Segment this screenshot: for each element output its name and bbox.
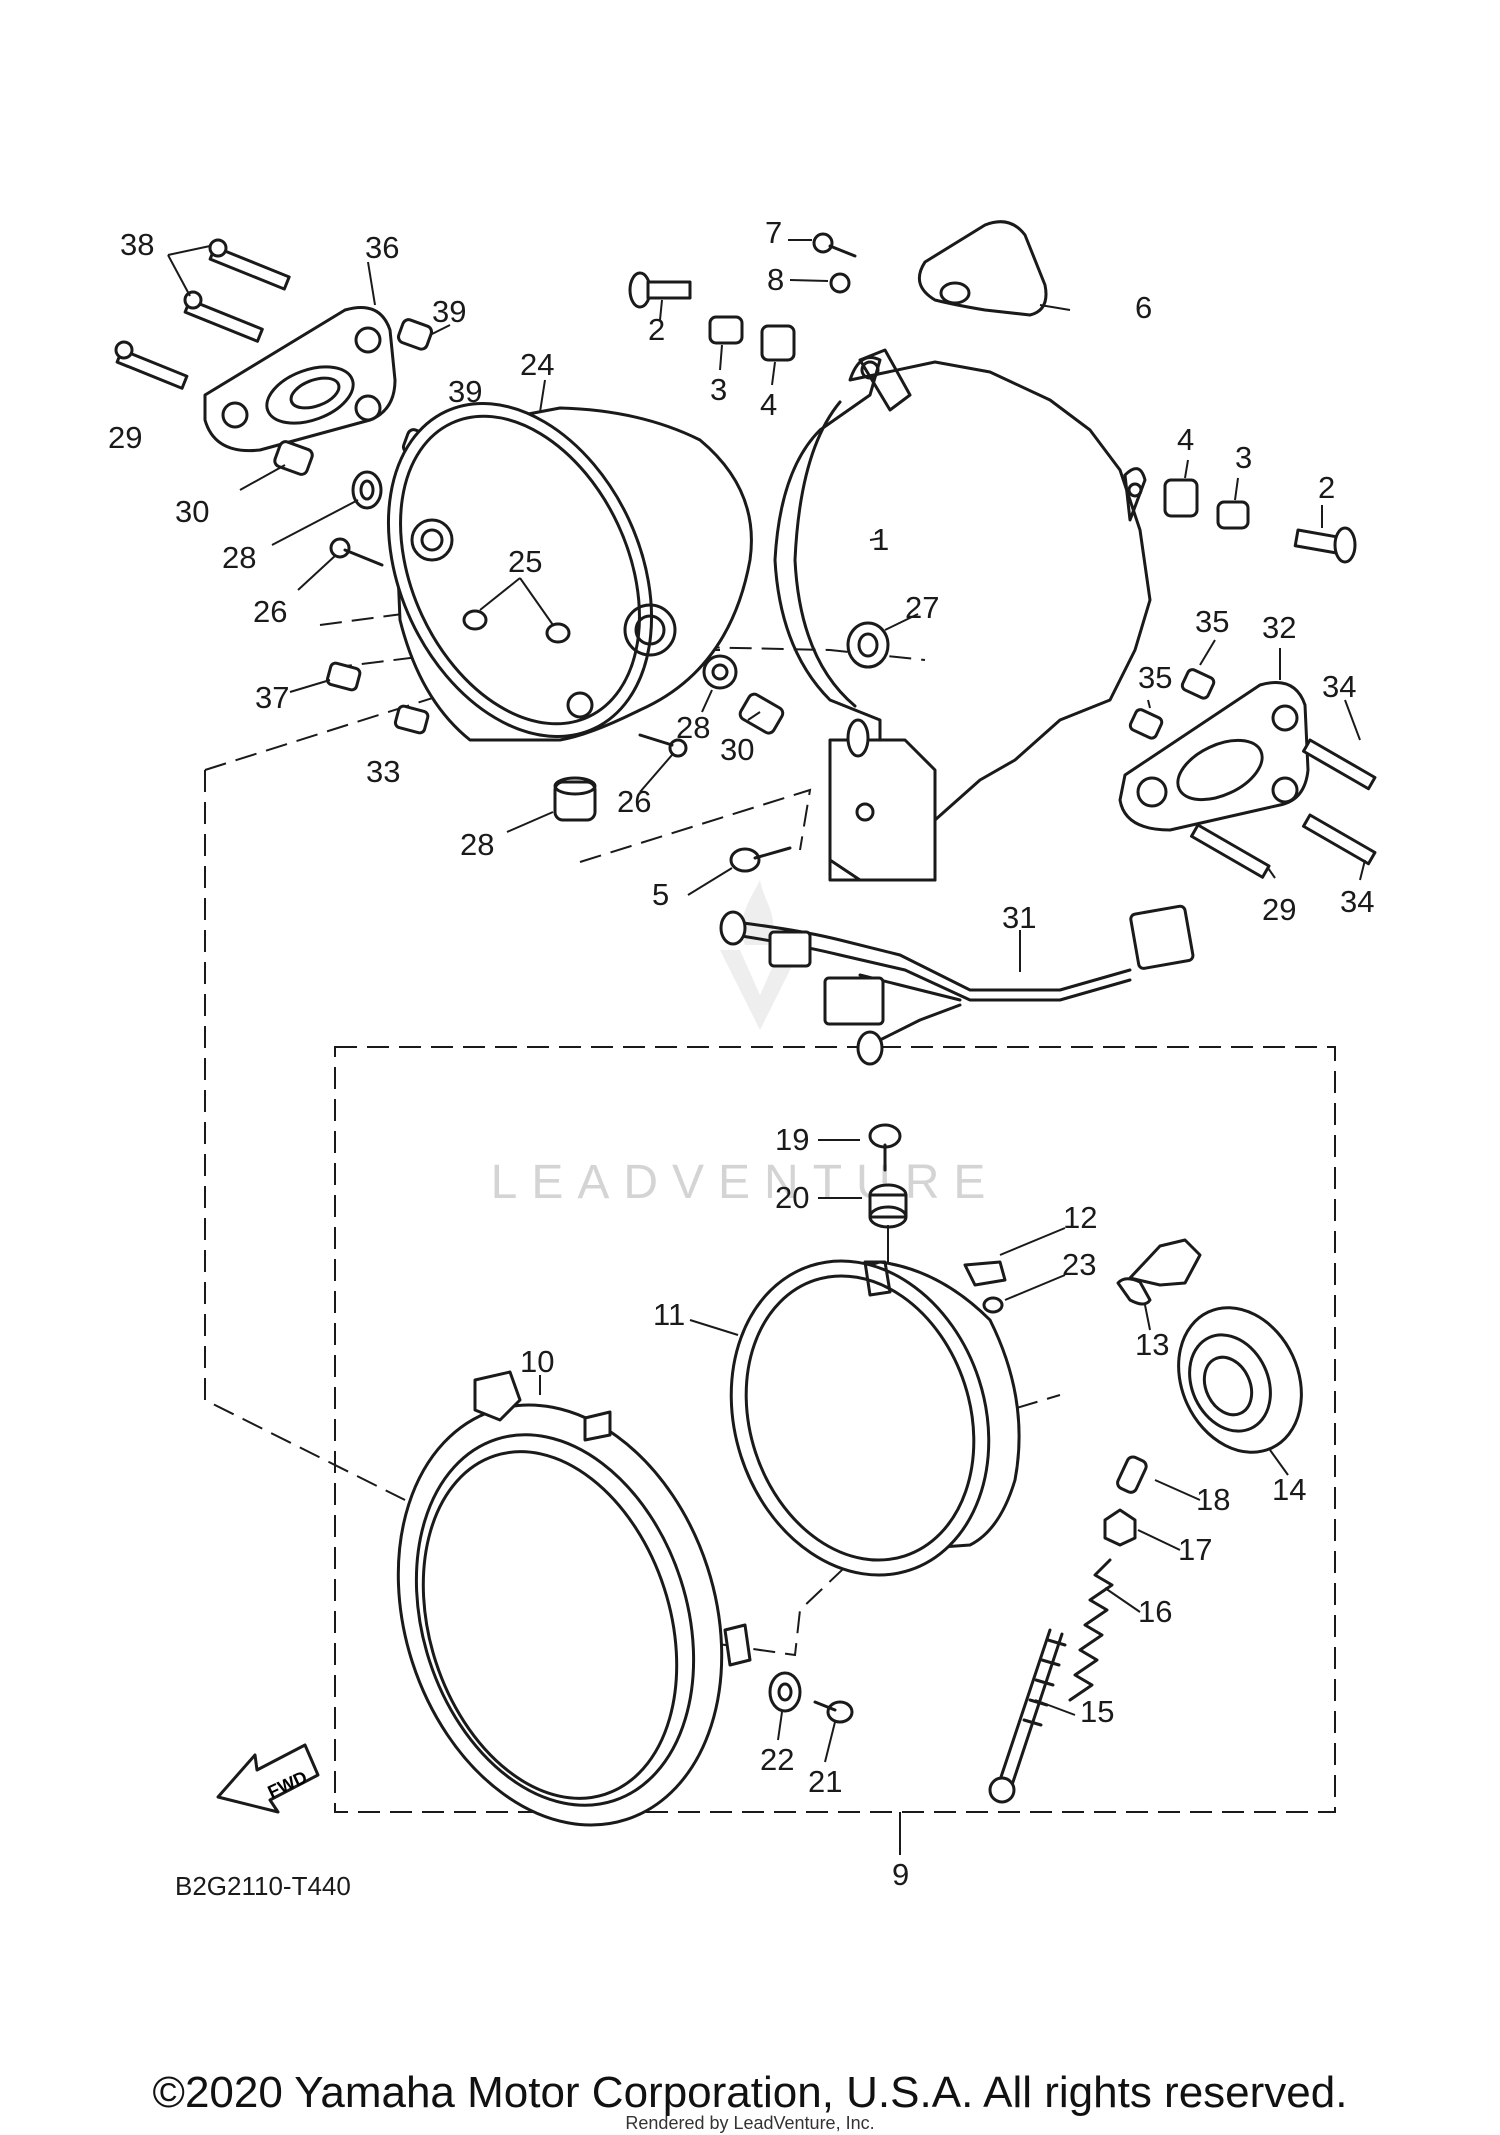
callout-19: 19 bbox=[775, 1122, 809, 1157]
callout-15: 15 bbox=[1080, 1694, 1114, 1729]
watermark-logo bbox=[720, 880, 800, 1030]
callout-39: 39 bbox=[432, 294, 466, 329]
callout-2: 2 bbox=[648, 312, 665, 347]
adjuster-hardware bbox=[988, 1455, 1201, 1804]
callout-35: 35 bbox=[1138, 660, 1172, 695]
screw-5 bbox=[687, 846, 792, 896]
bulb-13 bbox=[1116, 1238, 1202, 1331]
callout-28: 28 bbox=[222, 540, 256, 575]
headlight-stay-1 bbox=[773, 348, 1152, 882]
callout-38: 38 bbox=[120, 227, 154, 262]
callout-2: 2 bbox=[1318, 470, 1335, 505]
callout-26: 26 bbox=[253, 594, 287, 629]
callout-28: 28 bbox=[460, 827, 494, 862]
callout-9: 9 bbox=[892, 1857, 909, 1892]
grommet-27 bbox=[846, 613, 919, 669]
mount-hardware-right bbox=[1163, 459, 1357, 564]
bracket-left-36 bbox=[203, 261, 397, 453]
fwd-arrow-icon: FWD bbox=[216, 1743, 320, 1814]
callout-8: 8 bbox=[767, 262, 784, 297]
copyright-notice: ©2020 Yamaha Motor Corporation, U.S.A. A… bbox=[152, 2068, 1348, 2117]
headlight-shell-24 bbox=[386, 379, 753, 742]
lens-mount-hardware bbox=[818, 1123, 908, 1262]
callout-12: 12 bbox=[1063, 1200, 1097, 1235]
cover-14 bbox=[1177, 1306, 1303, 1476]
callout-31: 31 bbox=[1002, 900, 1036, 935]
callout-30: 30 bbox=[175, 494, 209, 529]
rim-fasteners bbox=[768, 1671, 854, 1763]
callout-13: 13 bbox=[1135, 1327, 1169, 1362]
callout-29: 29 bbox=[108, 420, 142, 455]
callout-33: 33 bbox=[366, 754, 400, 789]
callout-20: 20 bbox=[775, 1180, 809, 1215]
small-screws-shell bbox=[289, 537, 688, 793]
callout-28: 28 bbox=[676, 710, 710, 745]
callout-24: 24 bbox=[520, 347, 554, 382]
callout-39: 39 bbox=[448, 374, 482, 409]
callout-6: 6 bbox=[1135, 290, 1152, 325]
callout-1: 1 bbox=[872, 522, 889, 557]
callout-34: 34 bbox=[1322, 669, 1356, 704]
callout-36: 36 bbox=[365, 230, 399, 265]
grommets-28 bbox=[271, 470, 738, 833]
callout-5: 5 bbox=[652, 877, 669, 912]
callout-14: 14 bbox=[1272, 1472, 1306, 1507]
callout-23: 23 bbox=[1062, 1247, 1096, 1282]
callout-4: 4 bbox=[1177, 422, 1194, 457]
callout-11: 11 bbox=[653, 1297, 685, 1332]
callout-34: 34 bbox=[1340, 884, 1374, 919]
headlight-unit-frame bbox=[334, 1046, 1336, 1813]
bolts-left-bracket bbox=[114, 238, 291, 390]
rendered-by-credit: Rendered by LeadVenture, Inc. bbox=[625, 2113, 875, 2133]
mount-hardware-top bbox=[628, 220, 1071, 386]
callout-29: 29 bbox=[1262, 892, 1296, 927]
callout-17: 17 bbox=[1178, 1532, 1212, 1567]
callout-10: 10 bbox=[520, 1344, 554, 1379]
watermark-text: LEADVENTURE bbox=[491, 1156, 1000, 1209]
callout-26: 26 bbox=[617, 784, 651, 819]
callout-22: 22 bbox=[760, 1742, 794, 1777]
callout-30: 30 bbox=[720, 732, 754, 767]
callout-37: 37 bbox=[255, 680, 289, 715]
callout-35: 35 bbox=[1195, 604, 1229, 639]
callout-3: 3 bbox=[710, 372, 727, 407]
callout-16: 16 bbox=[1138, 1594, 1172, 1629]
callout-18: 18 bbox=[1196, 1482, 1230, 1517]
callout-labels: 38 36 39 39 29 30 24 28 26 25 37 33 28 2… bbox=[108, 215, 1374, 1892]
callout-25: 25 bbox=[508, 544, 542, 579]
bracket-right-32 bbox=[1118, 639, 1377, 881]
headlight-unit-11 bbox=[689, 1259, 1021, 1577]
callout-3: 3 bbox=[1235, 440, 1252, 475]
wire-harness-31 bbox=[719, 904, 1195, 1066]
diagram-code: B2G2110-T440 bbox=[175, 1871, 351, 1901]
callout-21: 21 bbox=[808, 1764, 842, 1799]
callout-4: 4 bbox=[760, 387, 777, 422]
rim-10 bbox=[396, 1370, 752, 1827]
callout-27: 27 bbox=[905, 590, 939, 625]
callout-32: 32 bbox=[1262, 610, 1296, 645]
callout-7: 7 bbox=[765, 215, 782, 250]
clip-12 bbox=[963, 1227, 1066, 1314]
spacer-30-right bbox=[738, 692, 785, 735]
